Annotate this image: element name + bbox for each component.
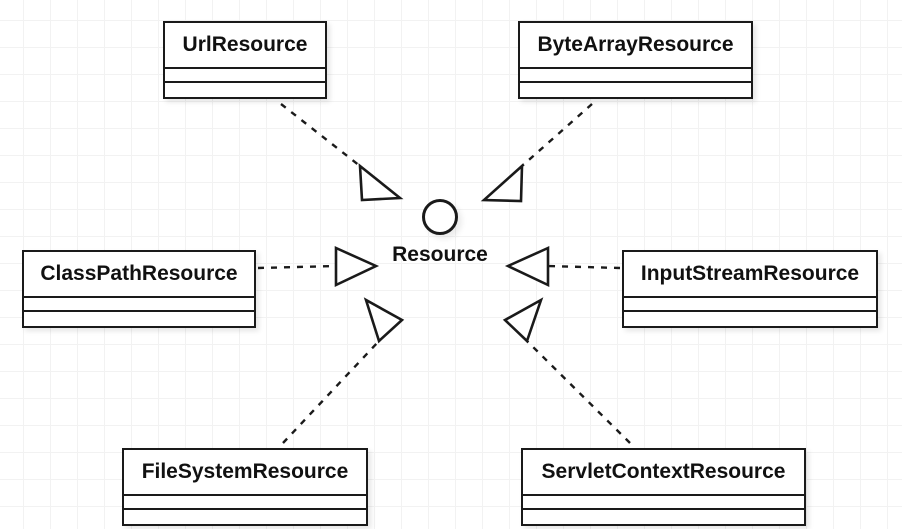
class-operations-compartment bbox=[24, 312, 254, 326]
interface-label: Resource bbox=[392, 243, 488, 266]
class-box-urlresource[interactable]: UrlResource bbox=[163, 21, 327, 99]
class-name-servletcontextresource: ServletContextResource bbox=[523, 450, 804, 496]
edge-servletcontextresource-resource bbox=[502, 297, 631, 444]
class-box-bytearrayresource[interactable]: ByteArrayResource bbox=[518, 21, 753, 99]
edge-classpathresource-resource bbox=[257, 245, 380, 288]
class-attributes-compartment bbox=[624, 298, 876, 312]
edge-inputstreamresource-resource bbox=[504, 245, 621, 288]
class-name-classpathresource: ClassPathResource bbox=[24, 252, 254, 298]
class-attributes-compartment bbox=[523, 496, 804, 510]
class-box-filesystemresource[interactable]: FileSystemResource bbox=[122, 448, 368, 526]
class-name-urlresource: UrlResource bbox=[165, 23, 325, 69]
class-attributes-compartment bbox=[520, 69, 751, 83]
class-attributes-compartment bbox=[24, 298, 254, 312]
class-box-servletcontextresource[interactable]: ServletContextResource bbox=[521, 448, 806, 526]
class-name-filesystemresource: FileSystemResource bbox=[124, 450, 366, 496]
class-attributes-compartment bbox=[165, 69, 325, 83]
class-name-inputstreamresource: InputStreamResource bbox=[624, 252, 876, 298]
edge-urlresource-resource bbox=[280, 103, 404, 202]
edge-filesystemresource-resource bbox=[282, 297, 405, 444]
class-attributes-compartment bbox=[124, 496, 366, 510]
class-box-classpathresource[interactable]: ClassPathResource bbox=[22, 250, 256, 328]
interface-circle-icon bbox=[422, 199, 458, 235]
class-operations-compartment bbox=[523, 510, 804, 524]
class-name-bytearrayresource: ByteArrayResource bbox=[520, 23, 751, 69]
class-operations-compartment bbox=[165, 83, 325, 97]
class-operations-compartment bbox=[520, 83, 751, 97]
class-box-inputstreamresource[interactable]: InputStreamResource bbox=[622, 250, 878, 328]
edge-bytearrayresource-resource bbox=[480, 103, 593, 203]
class-operations-compartment bbox=[124, 510, 366, 524]
class-operations-compartment bbox=[624, 312, 876, 326]
